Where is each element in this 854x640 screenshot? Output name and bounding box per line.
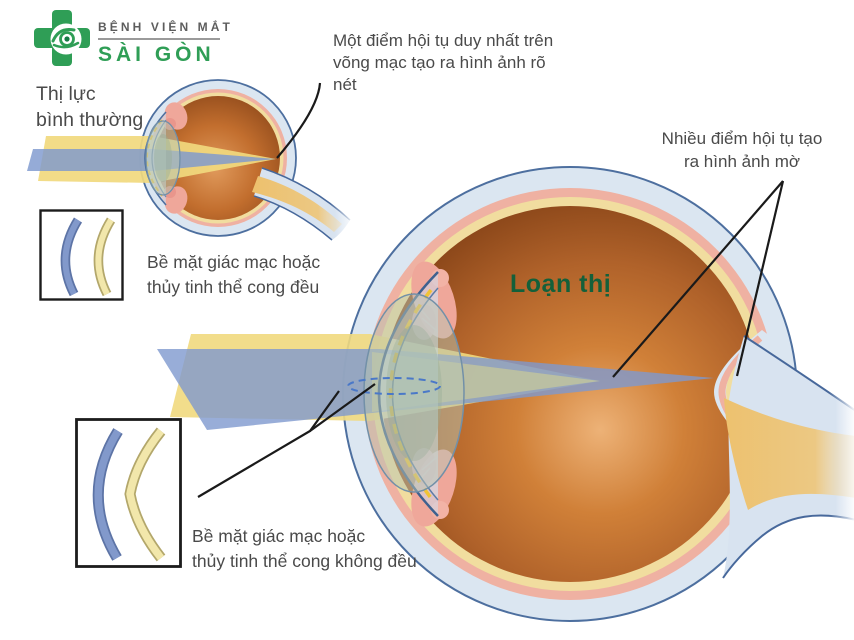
- annotation-pointers: [197, 82, 785, 498]
- green-cross-eye-icon: [34, 10, 90, 66]
- hospital-name-top: BỆNH VIỆN MẮT: [98, 20, 233, 34]
- optic-nerve-outline-top-small: [261, 167, 351, 221]
- logo-divider: [98, 38, 220, 40]
- optic-nerve-outline-bottom-small: [253, 195, 333, 241]
- astigmatism-eye-illustration: [157, 166, 854, 622]
- uneven-curvature-box: [75, 418, 182, 568]
- hospital-logo-text: BỆNH VIỆN MẮT SÀI GÒN: [98, 20, 233, 67]
- multi-focus-annotation: Nhiều điểm hội tụ tạo ra hình ảnh mờ: [661, 129, 823, 171]
- uneven-yellow-curve-fill: [126, 428, 164, 561]
- even-yellow-curve-fill: [95, 218, 114, 296]
- lens-equator-dashed: [347, 377, 441, 395]
- uneven-surface-label: Bề mặt giác mạc hoặc thủy tinh thể cong …: [192, 526, 417, 572]
- normal-eye-illustration: [27, 79, 351, 241]
- even-curvature-box: [39, 209, 124, 301]
- lens-core-small: [154, 134, 172, 182]
- hospital-logo: BỆNH VIỆN MẮT SÀI GÒN: [28, 8, 288, 74]
- optic-nerve-outline-bottom-large: [722, 514, 854, 579]
- lens-small: [145, 120, 181, 196]
- single-focus-pointer: [276, 82, 322, 159]
- even-blue-curve-fill: [62, 218, 81, 296]
- optic-nerve-outline-top-large: [743, 335, 854, 411]
- optic-nerve-core-large: [724, 398, 854, 510]
- normal-vision-label: Thị lực bình thường: [36, 83, 144, 131]
- astigmatism-title: Loạn thị: [510, 270, 612, 298]
- uneven-blue-curve-fill: [94, 429, 122, 560]
- single-focus-annotation: Một điểm hội tụ duy nhất trên võng mạc t…: [333, 31, 554, 95]
- optic-nerve-core-small: [252, 176, 342, 232]
- hospital-name-bottom: SÀI GÒN: [98, 42, 215, 66]
- even-surface-label: Bề mặt giác mạc hoặc thủy tinh thể cong …: [147, 252, 321, 298]
- eye-interior-large: [382, 206, 758, 582]
- multi-focus-pointer-first: [612, 180, 784, 378]
- uneven-surface-pointer-b: [309, 383, 376, 432]
- multi-focus-pointer-second: [735, 180, 785, 377]
